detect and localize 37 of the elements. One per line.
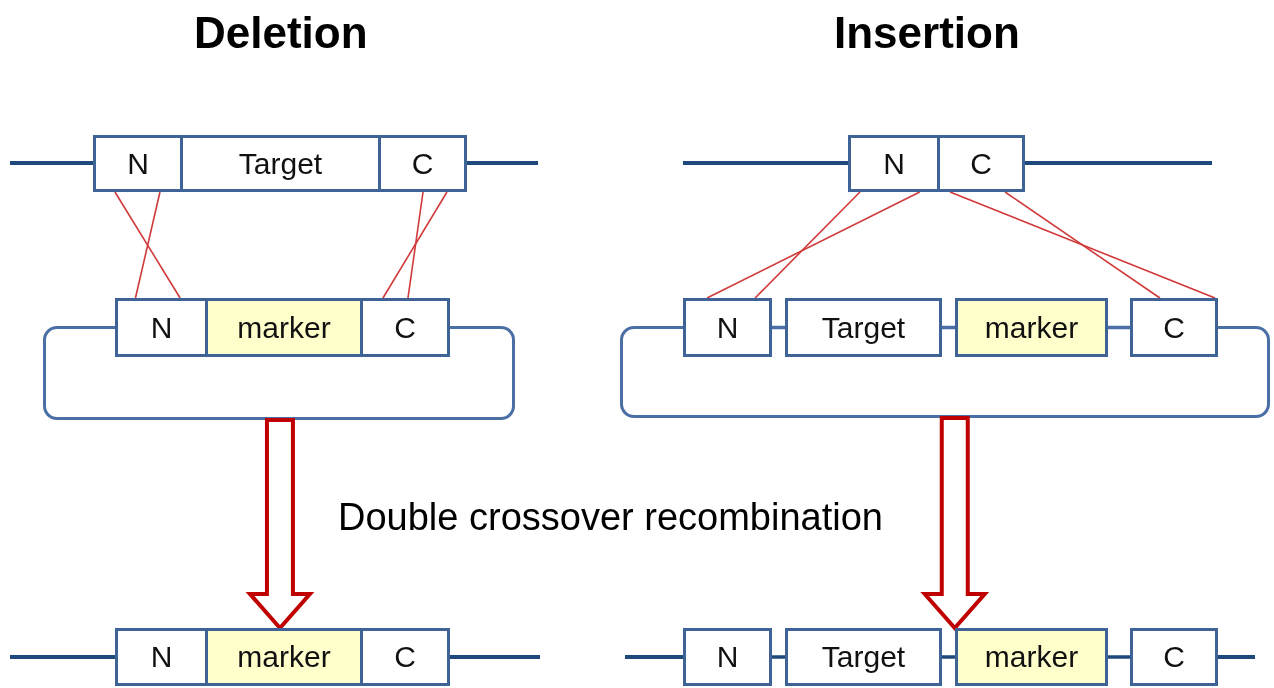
dna-segment-box: Target — [785, 628, 942, 686]
marker-segment-box: marker — [955, 628, 1108, 686]
dna-segment-box: N — [683, 298, 772, 357]
dna-strand — [772, 325, 785, 330]
crossover-line — [382, 191, 448, 299]
dna-segment-box: C — [360, 628, 450, 686]
dna-segment-box: C — [1130, 298, 1218, 357]
section-heading: Insertion — [834, 8, 1020, 58]
dna-strand — [942, 325, 955, 330]
marker-segment-box: marker — [205, 628, 363, 686]
dna-segment-box: N — [115, 298, 208, 357]
caption-text: Double crossover recombination — [338, 496, 883, 539]
section-heading: Deletion — [194, 8, 368, 58]
block-arrow — [920, 416, 990, 632]
crossover-line — [706, 191, 921, 299]
dna-segment-box: C — [937, 135, 1025, 192]
marker-segment-box: marker — [955, 298, 1108, 357]
dna-segment-box: C — [378, 135, 467, 192]
dna-segment-box: C — [1130, 628, 1218, 686]
crossover-line — [114, 191, 181, 299]
marker-segment-box: marker — [205, 298, 363, 357]
dna-strand — [772, 655, 785, 659]
dna-segment-box: N — [93, 135, 183, 192]
dna-segment-box: N — [115, 628, 208, 686]
crossover-line — [407, 191, 424, 299]
crossover-line — [1004, 191, 1161, 299]
dna-segment-box: N — [683, 628, 772, 686]
crossover-line — [754, 191, 861, 299]
dna-strand — [1108, 655, 1130, 659]
dna-segment-box: Target — [180, 135, 381, 192]
dna-segment-box: N — [848, 135, 940, 192]
crossover-line — [134, 191, 161, 299]
crossover-line — [949, 191, 1216, 299]
dna-strand — [942, 655, 955, 659]
dna-segment-box: Target — [785, 298, 942, 357]
dna-strand — [1108, 325, 1130, 330]
dna-segment-box: C — [360, 298, 450, 357]
